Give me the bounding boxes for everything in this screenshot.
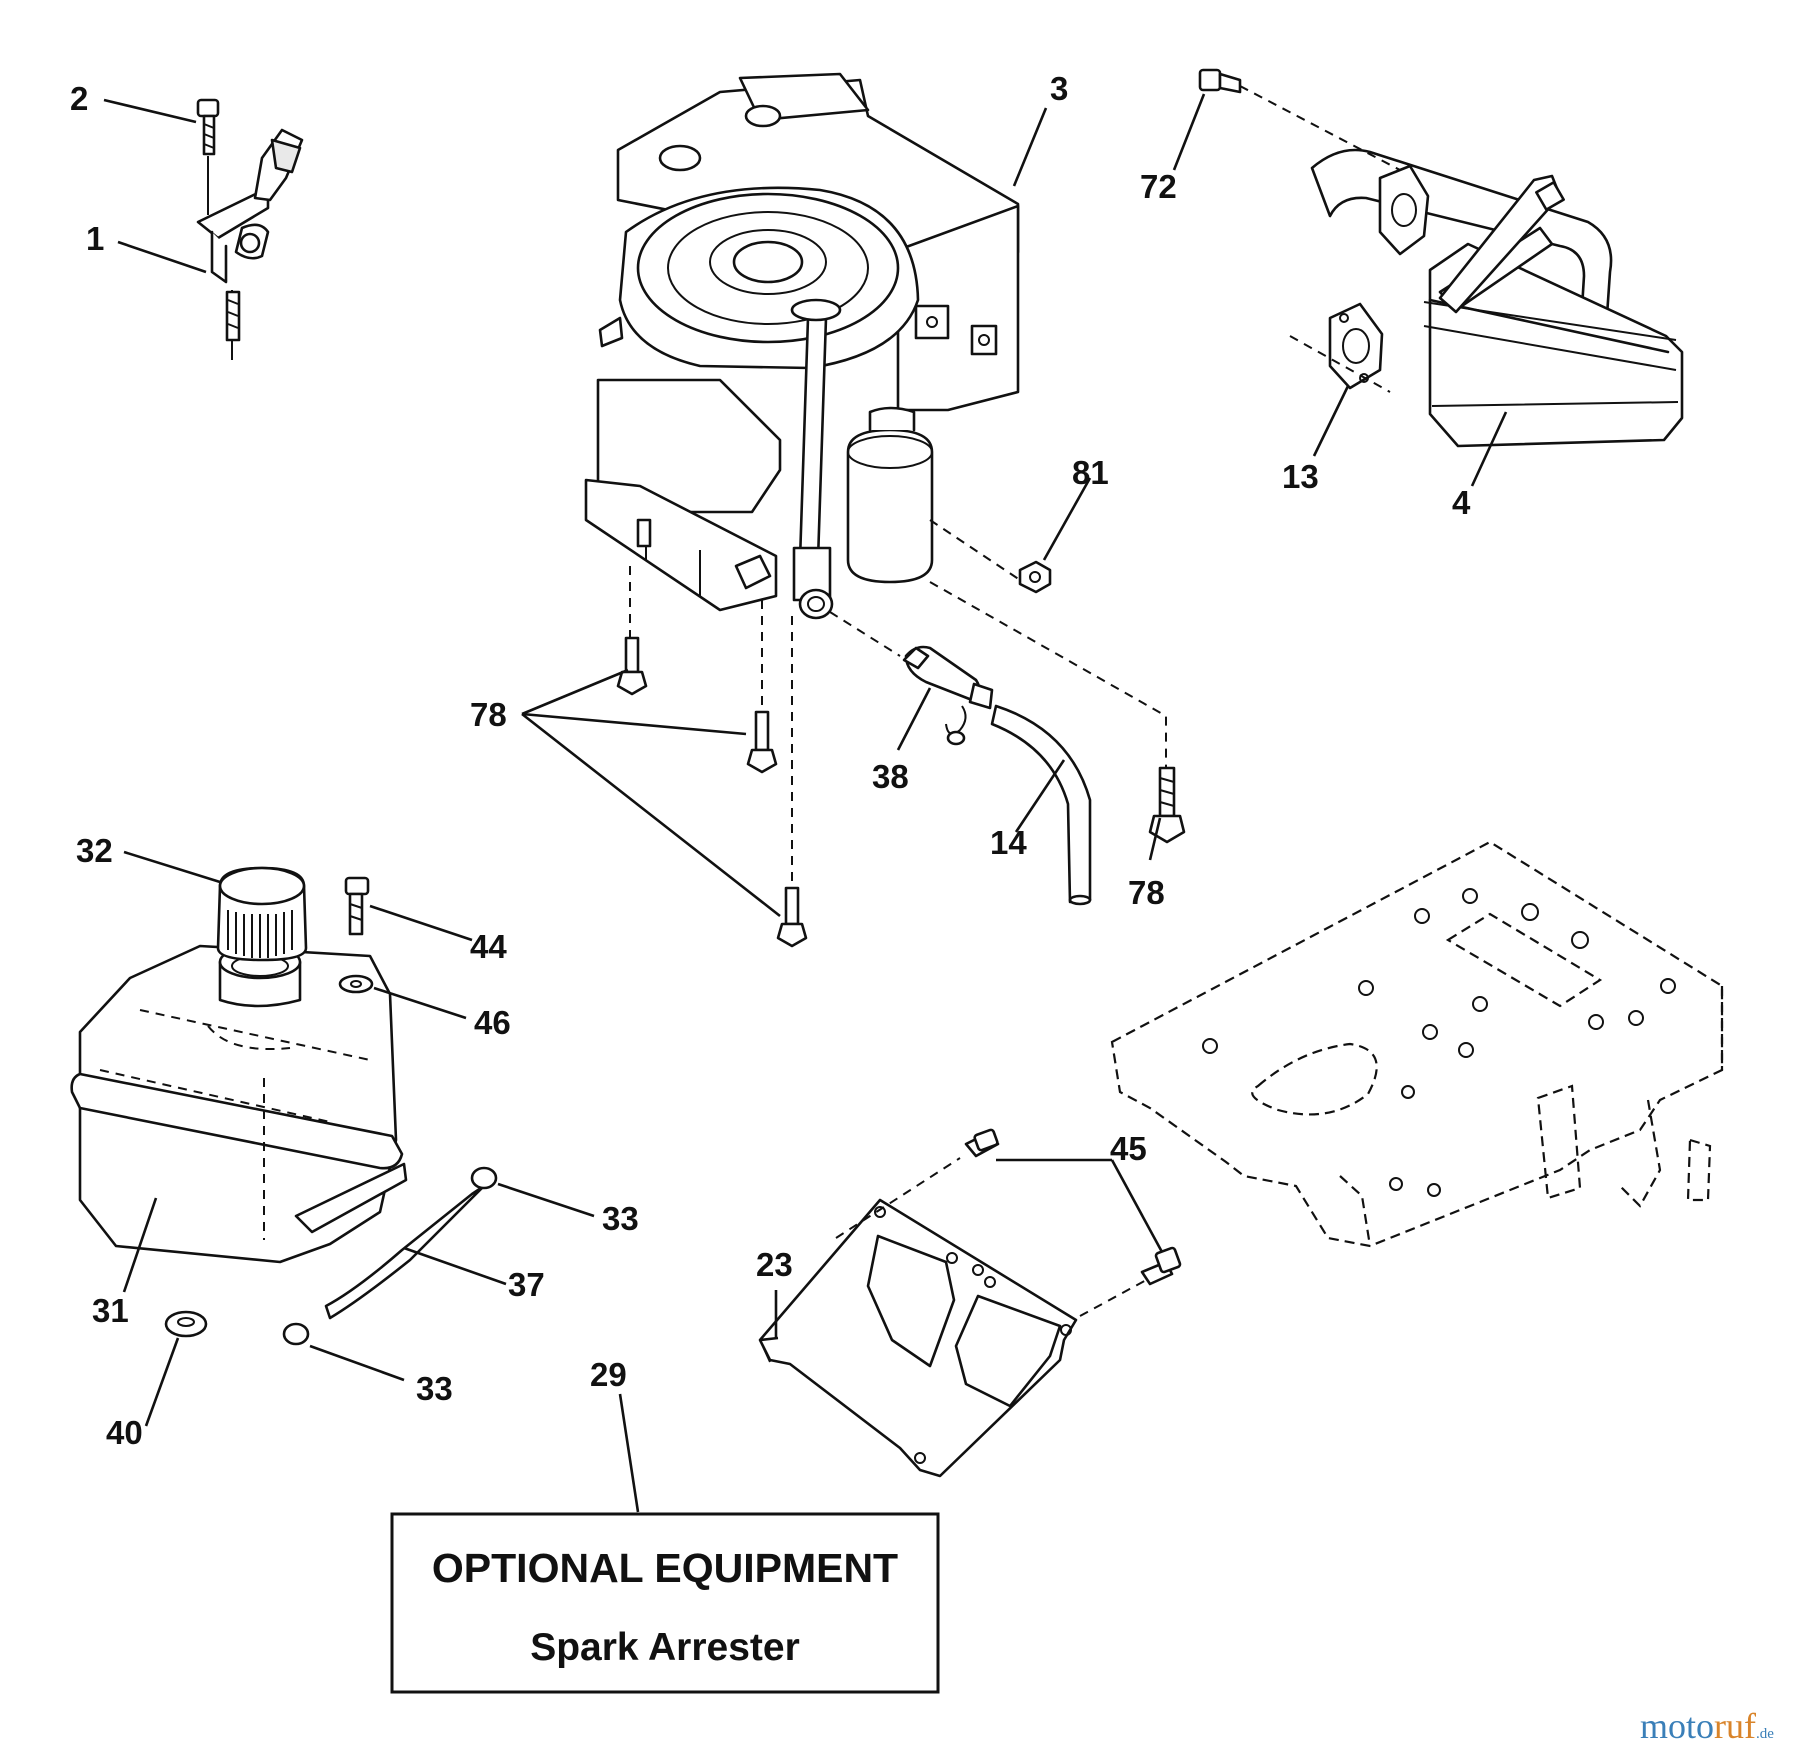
callout-32: 32	[76, 832, 113, 869]
optional-equipment-box: OPTIONAL EQUIPMENT Spark Arrester	[390, 1512, 940, 1694]
callout-78-left: 78	[470, 696, 507, 733]
callout-38: 38	[872, 758, 909, 795]
spark-arrester-plate	[758, 1128, 1182, 1478]
callout-numbers: 1 2 3 4 13 14 23 29 31 32 33 33 37 38 40…	[70, 70, 1471, 1451]
engine-mount-bolts	[616, 560, 1186, 948]
callout-33-upper: 33	[602, 1200, 639, 1237]
muffler	[1198, 68, 1684, 448]
engine	[584, 72, 1020, 620]
callout-3: 3	[1050, 70, 1068, 107]
drain-valve-and-hose	[902, 645, 1092, 906]
callout-31: 31	[92, 1292, 129, 1329]
callout-1: 1	[86, 220, 104, 257]
watermark-part-2: ruf	[1714, 1706, 1756, 1746]
callout-33-lower: 33	[416, 1370, 453, 1407]
callout-44: 44	[470, 928, 507, 965]
callout-37: 37	[508, 1266, 545, 1303]
optional-equipment-title: OPTIONAL EQUIPMENT	[432, 1545, 898, 1591]
watermark-part-1: moto	[1640, 1706, 1714, 1746]
watermark-suffix: .de	[1756, 1726, 1774, 1742]
callout-78-right: 78	[1128, 874, 1165, 911]
callout-14: 14	[990, 824, 1027, 861]
callout-29: 29	[590, 1356, 627, 1393]
leader-lines	[103, 93, 1508, 1513]
callout-81: 81	[1072, 454, 1109, 491]
callout-45: 45	[1110, 1130, 1147, 1167]
svg-text:motoruf.de: motoruf.de	[1640, 1706, 1774, 1746]
chassis-frame	[1110, 840, 1724, 1248]
callout-46: 46	[474, 1004, 511, 1041]
alignment-lines	[355, 519, 1167, 1180]
callout-40: 40	[106, 1414, 143, 1451]
callout-13: 13	[1282, 458, 1319, 495]
fuel-tank	[70, 866, 408, 1264]
callout-4: 4	[1452, 484, 1471, 521]
fuel-line	[164, 1166, 498, 1346]
spark-arrester-label: Spark Arrester	[530, 1626, 800, 1669]
throttle-control	[196, 98, 304, 360]
watermark: motoruf.de	[1640, 1706, 1774, 1746]
callout-23: 23	[756, 1246, 793, 1283]
callout-72: 72	[1140, 168, 1177, 205]
callout-2: 2	[70, 80, 88, 117]
